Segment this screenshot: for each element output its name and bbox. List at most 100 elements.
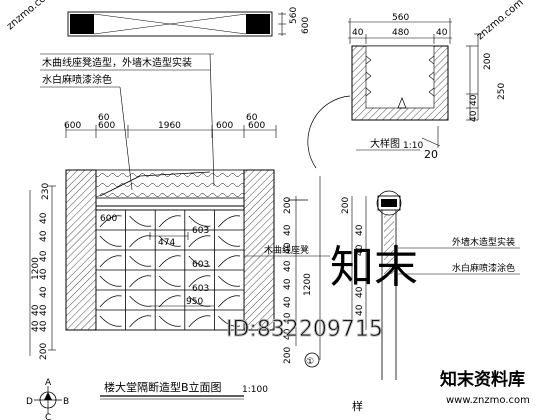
detail-dim-left: 40 <box>352 28 364 38</box>
top-dim-6: 60 <box>246 113 258 123</box>
shelf-curve <box>99 315 122 327</box>
top-dim-7: 600 <box>248 121 265 131</box>
elevation-title: 楼大堂隔断造型B立面图 <box>104 380 222 394</box>
inner-dim-4: 603 <box>192 260 209 270</box>
shelf-grid <box>96 210 244 330</box>
inner-dim-3: 603 <box>192 226 209 236</box>
left-dim-40-c: 40 <box>39 250 49 262</box>
detail-leader-arc <box>307 95 351 169</box>
shelf-curve <box>129 255 152 267</box>
shelf-curve <box>158 235 181 247</box>
shelf-curve <box>129 315 152 328</box>
shelf-curve <box>129 275 152 288</box>
right-dim-200: 200 <box>283 197 293 214</box>
shelf-curve <box>218 315 241 327</box>
brand-name: 知末资料库 <box>439 369 525 390</box>
shelf-curve <box>129 235 152 248</box>
shelf-curve <box>158 255 181 268</box>
shelf-curve <box>99 255 122 268</box>
elevation-title-scale: 1:100 <box>242 385 268 395</box>
left-dim-40-d: 40 <box>39 268 49 280</box>
right-dim-40-b: 40 <box>283 242 293 254</box>
strip-dim-2: 600 <box>301 17 311 34</box>
left-dim-40-a: 40 <box>39 212 49 224</box>
shelf-curve <box>129 295 152 307</box>
detail-section: 560 40 480 40 200 250 40 40 大样图 1:10 20 <box>348 13 507 161</box>
shelf-curve <box>99 295 122 308</box>
shelf-curve <box>188 215 211 227</box>
shelf-curve <box>158 315 181 327</box>
shelf-curve <box>218 255 241 268</box>
section-dim-2: 40 <box>355 224 365 236</box>
diag-watermark-left: znzmo.com <box>5 0 56 32</box>
detail-dim-mid: 480 <box>392 28 409 38</box>
shelf-curve <box>99 275 122 287</box>
right-dim-40-d: 40 <box>283 278 293 290</box>
left-dim-1200: 1200 <box>31 257 41 280</box>
right-dim-40-f: 40 <box>283 312 293 324</box>
axis-marker: ① <box>306 357 314 367</box>
note-top: 木曲线座凳造型，外墙木造型实装 <box>42 56 192 69</box>
left-dim-40-e: 40 <box>39 286 49 298</box>
right-dim-40-g: 40 <box>283 328 293 340</box>
strip-dim-1: 560 <box>289 7 299 24</box>
inner-dim-1: 600 <box>100 214 117 224</box>
dir-a: A <box>45 378 52 388</box>
brand-url: www.znzmo.com <box>446 395 530 406</box>
shelf-curve <box>188 315 211 328</box>
left-dim-40-f: 40 <box>39 304 49 316</box>
dir-b: B <box>63 397 69 407</box>
detail-dim-right: 40 <box>436 28 448 38</box>
detail-dim-v3: 40 <box>469 94 479 106</box>
right-dim-40-e: 40 <box>283 296 293 308</box>
detail-caption-scale: 1:10 <box>403 141 423 151</box>
shelf-curve <box>188 255 211 267</box>
left-dim-40-i: 40 <box>39 320 49 332</box>
shelf-curve <box>188 235 211 248</box>
top-dim-5: 600 <box>216 121 233 131</box>
inner-dim-5: 603 <box>192 284 209 294</box>
section-dim-1: 200 <box>341 197 351 214</box>
detail-dim-v1: 200 <box>483 53 493 70</box>
right-dim-200-b: 200 <box>283 347 293 364</box>
inner-dim-6: 950 <box>186 297 203 307</box>
shelf-curve <box>129 215 152 227</box>
detail-dim-top: 560 <box>392 13 409 23</box>
shelf-curve <box>218 215 241 228</box>
section-dim-3: 40 <box>355 244 365 256</box>
dir-d: D <box>26 397 33 407</box>
shelf-curve <box>158 295 181 308</box>
brand-watermark: 知末 <box>330 242 418 293</box>
shelf-curve <box>158 215 181 228</box>
section-dim-4: 40 <box>355 286 365 298</box>
top-dim-1: 600 <box>64 121 81 131</box>
left-dim-40-h: 40 <box>31 320 41 332</box>
shelf-curve <box>218 235 241 247</box>
b-elevation: 木曲线座凳造型，外墙木造型实装 水白麻喷漆涂色 600 60 600 1960 … <box>29 53 330 400</box>
direction-symbol: A B C D <box>26 378 69 420</box>
section-caption: 样 <box>352 399 363 413</box>
left-dim-40-b: 40 <box>39 230 49 242</box>
right-dim-1200: 1200 <box>303 273 313 296</box>
top-dim-4: 1960 <box>158 121 181 131</box>
left-dim-200: 200 <box>39 343 49 360</box>
top-dim-3: 600 <box>98 121 115 131</box>
shelf-curve <box>158 275 181 287</box>
section-dim-5: 40 <box>355 304 365 316</box>
section-label-1: 外墙木造型实装 <box>452 236 515 248</box>
section-label-2: 水白麻喷漆涂色 <box>452 262 515 274</box>
id-watermark: ID:832209715 <box>226 317 383 342</box>
left-dim-230: 230 <box>41 183 51 200</box>
note-second: 水白麻喷漆涂色 <box>42 73 112 86</box>
right-dim-40-c: 40 <box>283 260 293 272</box>
inner-dim-2: 474 <box>158 238 175 248</box>
dir-c: C <box>45 413 51 420</box>
right-dim-40-a: 40 <box>283 224 293 236</box>
detail-caption: 大样图 <box>370 137 400 150</box>
shelf-curve <box>218 295 241 308</box>
top-plan-strip: 560 600 <box>67 7 311 37</box>
shelf-curve <box>188 275 211 288</box>
top-dim-2: 60 <box>98 113 110 123</box>
